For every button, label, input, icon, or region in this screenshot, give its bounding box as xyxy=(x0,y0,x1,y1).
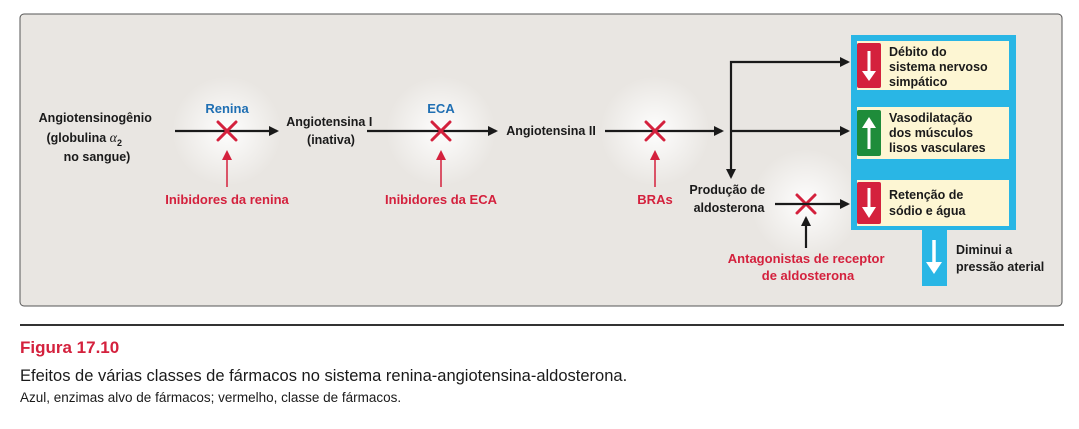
figure-caption: Efeitos de várias classes de fármacos no… xyxy=(20,367,628,385)
effect-vasodilatacao: Vasodilatação dos músculos lisos vascula… xyxy=(857,107,1009,159)
effect-debito: Débito do sistema nervoso simpático xyxy=(857,41,1009,90)
aldosterone-line-1: Produção de xyxy=(689,183,765,197)
enzyme-eca-label: ECA xyxy=(427,101,455,116)
effect-retencao-text: Retenção de sódio e água xyxy=(889,188,967,218)
angiotensin-i-label: Angiotensina I (inativa) xyxy=(286,115,376,147)
inhibitor-aldo-line-2: de aldosterona xyxy=(762,268,855,283)
arrow-down-icon xyxy=(862,188,876,218)
inhibitor-aldo-label: Antagonistas de receptor de aldosterona xyxy=(728,251,888,283)
angiotensin-i-line-1: Angiotensina I xyxy=(286,115,372,129)
inhibitor-aldo-line-1: Antagonistas de receptor xyxy=(728,251,885,266)
figure-number: Figura 17.10 xyxy=(20,338,120,357)
arrow-down-icon xyxy=(862,51,876,81)
block-x-icon-renina xyxy=(216,120,238,142)
substrate-line-1: Angiotensinogênio xyxy=(39,111,153,125)
outcome-arrow-down-icon xyxy=(926,240,942,274)
effect-debito-text: Débito do sistema nervoso simpático xyxy=(889,45,991,89)
effect-retencao: Retenção de sódio e água xyxy=(857,180,1009,226)
effect-vasodilatacao-text: Vasodilatação dos músculos lisos vascula… xyxy=(889,111,986,155)
angiotensin-ii-label: Angiotensina II xyxy=(506,124,596,138)
substrate-line-3: no sangue) xyxy=(64,150,131,164)
block-x-icon-eca xyxy=(430,120,452,142)
block-x-icon-bra xyxy=(644,120,666,142)
enzyme-renina-label: Renina xyxy=(205,101,249,116)
effect-vasodilatacao-line-2: dos músculos xyxy=(889,126,973,140)
alpha-subscript: 2 xyxy=(117,138,122,148)
arrow-up-icon xyxy=(862,117,876,149)
outcome-line-1: Diminui a xyxy=(956,243,1013,257)
angiotensin-i-line-2: (inativa) xyxy=(307,133,355,147)
aldosterone-label: Produção de aldosterona xyxy=(689,183,768,215)
effect-debito-line-1: Débito do xyxy=(889,45,947,59)
caption-divider xyxy=(20,324,1064,326)
effect-debito-line-3: simpático xyxy=(889,75,948,89)
substrate-label: Angiotensinogênio (globulina α2 no sangu… xyxy=(39,111,156,164)
outcome-label: Diminui a pressão aterial xyxy=(956,243,1044,274)
effect-retencao-line-1: Retenção de xyxy=(889,188,963,202)
effect-vasodilatacao-line-3: lisos vasculares xyxy=(889,141,986,155)
effect-debito-line-2: sistema nervoso xyxy=(889,60,988,74)
figure-legend: Azul, enzimas alvo de fármacos; vermelho… xyxy=(20,390,402,405)
effect-retencao-line-2: sódio e água xyxy=(889,204,966,218)
branch-to-debito xyxy=(729,57,850,131)
inhibitor-renina-label: Inibidores da renina xyxy=(165,192,289,207)
substrate-line-2: (globulina xyxy=(46,131,109,145)
effect-vasodilatacao-line-1: Vasodilatação xyxy=(889,111,973,125)
inhibitor-eca-label: Inibidores da ECA xyxy=(385,192,498,207)
inhibitor-bra-label: BRAs xyxy=(637,192,672,207)
aldosterone-line-2: aldosterona xyxy=(694,201,766,215)
outcome-line-2: pressão aterial xyxy=(956,260,1044,274)
alpha-symbol: α xyxy=(110,131,118,146)
